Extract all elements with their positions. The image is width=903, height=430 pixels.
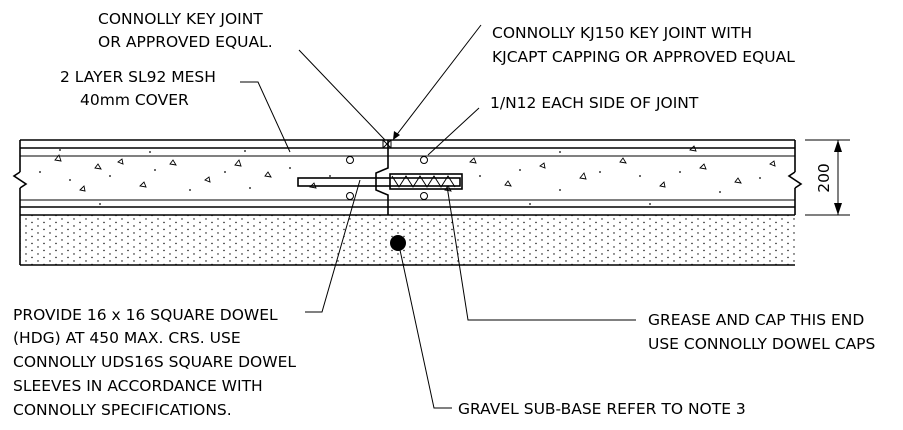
label-gravel: GRAVEL SUB-BASE REFER TO NOTE 3	[458, 400, 746, 418]
label-key-joint-line1: CONNOLLY KEY JOINT	[98, 10, 263, 28]
n12-bar-bottom-left	[346, 192, 354, 200]
label-mesh-line2: 40mm COVER	[80, 91, 189, 109]
mesh-layers	[20, 155, 795, 201]
gravel-marker	[390, 235, 406, 251]
n12-bar-top-left	[346, 156, 354, 164]
label-mesh-line1: 2 LAYER SL92 MESH	[60, 68, 216, 86]
label-grease-line2: USE CONNOLLY DOWEL CAPS	[648, 335, 875, 353]
n12-bar-top-right	[420, 156, 428, 164]
key-joint-profile	[375, 139, 392, 215]
label-dowel-line3: CONNOLLY UDS16S SQUARE DOWEL	[13, 353, 296, 371]
dowel-sleeve-cap	[389, 173, 463, 190]
label-kj150-line1: CONNOLLY KJ150 KEY JOINT WITH	[492, 24, 752, 42]
square-dowel	[297, 177, 461, 187]
dimension-label: 200	[815, 163, 833, 193]
n12-bar-bottom-right	[420, 192, 428, 200]
concrete-aggregate	[54, 145, 776, 192]
label-key-joint-line2: OR APPROVED EQUAL.	[98, 33, 273, 51]
label-kj150-line2: KJCAPT CAPPING OR APPROVED EQUAL	[492, 48, 795, 66]
label-dowel-line1: PROVIDE 16 x 16 SQUARE DOWEL	[13, 306, 278, 324]
key-joint-cap	[382, 139, 392, 149]
label-grease-line1: GREASE AND CAP THIS END	[648, 311, 864, 329]
leader-lines	[240, 24, 636, 409]
concrete-slab	[12, 139, 803, 265]
label-dowel-line5: CONNOLLY SPECIFICATIONS.	[13, 401, 232, 419]
dimension-200: 200	[805, 139, 850, 216]
label-n12: 1/N12 EACH SIDE OF JOINT	[490, 94, 699, 112]
label-dowel-line4: SLEEVES IN ACCORDANCE WITH	[13, 377, 263, 395]
gravel-sub-base	[20, 215, 795, 265]
label-dowel-line2: (HDG) AT 450 MAX. CRS. USE	[13, 329, 241, 347]
